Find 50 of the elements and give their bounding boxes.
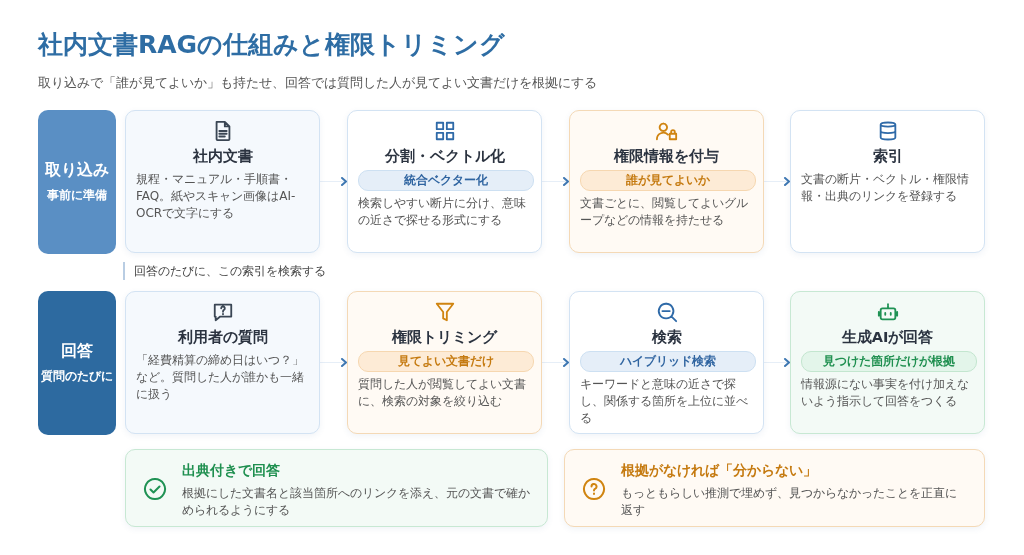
step-description: 質問した人が閲覧してよい文書に、検索の対象を絞り込む xyxy=(358,376,527,410)
flow-chevron xyxy=(319,177,348,186)
result-description: 根拠にした文書名と該当箇所へのリンクを添え、元の文書で確かめられるようにする xyxy=(182,485,531,519)
tag-pill: 見てよい文書だけ xyxy=(358,351,534,372)
step-card xyxy=(790,110,985,253)
step-title: 社内文書 xyxy=(192,147,253,166)
step-card xyxy=(569,291,764,434)
step-title: 利用者の質問 xyxy=(177,328,268,347)
flow-chevron xyxy=(319,358,348,367)
step-title: 生成AIが回答 xyxy=(841,328,934,347)
step-card xyxy=(125,291,320,434)
stage-title: 取り込み xyxy=(45,160,109,181)
step-description: 「経費精算の締め日はいつ？」など。質問した人が誰かも一緒に扱う xyxy=(136,352,305,403)
step-description: 文書の断片・ベクトル・権限情報・出典のリンクを登録する xyxy=(801,171,970,205)
stage-title: 回答 xyxy=(61,341,93,362)
step-card xyxy=(125,110,320,253)
step-title: 索引 xyxy=(872,147,903,166)
tag-pill: 見つけた箇所だけが根拠 xyxy=(801,351,977,372)
step-description: 規程・マニュアル・手順書・FAQ。紙やスキャン画像はAI-OCRで文字にする xyxy=(136,171,297,222)
flow-chevron xyxy=(763,358,791,367)
result-card xyxy=(564,449,985,527)
tag-pill: ハイブリッド検索 xyxy=(580,351,756,372)
note-text: 回答のたびに、この索引を検索する xyxy=(134,263,326,280)
stage-band xyxy=(38,291,116,435)
step-title: 権限情報を付与 xyxy=(614,147,719,166)
stage-subtitle: 事前に準備 xyxy=(47,187,107,204)
tag-pill: 統合ベクター化 xyxy=(358,170,534,191)
result-title: 根拠がなければ「分からない」 xyxy=(621,462,818,480)
flow-chevron xyxy=(541,358,570,367)
stage-subtitle: 質問のたびに xyxy=(41,368,113,385)
tag-pill: 誰が見てよいか xyxy=(580,170,756,191)
step-description: 検索しやすい断片に分け、意味の近さで探せる形式にする xyxy=(358,195,527,229)
title: 社内文書RAGの仕組みと権限トリミング xyxy=(38,29,506,61)
step-description: キーワードと意味の近さで探し、関係する箇所を上位に並べる xyxy=(580,376,749,427)
flow-chevron xyxy=(763,177,791,186)
step-card xyxy=(569,110,764,253)
flow-chevron xyxy=(541,177,570,186)
subtitle: 取り込みで「誰が見てよいか」も持たせ、回答では質問した人が見てよい文書だけを根拠にする xyxy=(38,74,597,92)
step-card xyxy=(347,291,542,434)
step-title: 検索 xyxy=(651,328,682,347)
stage-band xyxy=(38,110,116,254)
result-description: もっともらしい推測で埋めず、見つからなかったことを正直に返す xyxy=(621,485,958,519)
step-card xyxy=(790,291,985,434)
step-description: 文書ごとに、閲覧してよいグループなどの情報を持たせる xyxy=(580,195,749,229)
step-title: 権限トリミング xyxy=(392,328,497,347)
step-card xyxy=(347,110,542,253)
step-title: 分割・ベクトル化 xyxy=(384,147,505,166)
step-description: 情報源にない事実を付け加えないよう指示して回答をつくる xyxy=(801,376,970,410)
result-title: 出典付きで回答 xyxy=(182,462,281,480)
result-card xyxy=(125,449,548,527)
